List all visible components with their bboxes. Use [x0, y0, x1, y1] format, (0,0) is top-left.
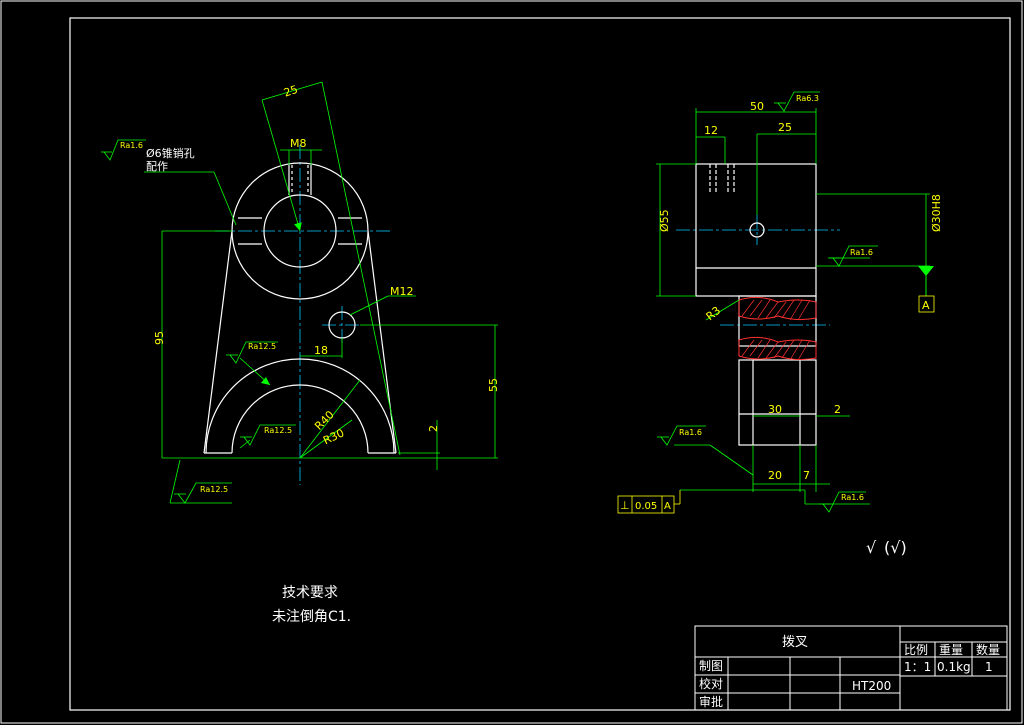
dim-r3: R3: [704, 304, 724, 323]
ra-bottom-label: Ra12.5: [200, 485, 228, 494]
hole-note: Ø6锥销孔: [146, 146, 195, 160]
dim-55: 55: [487, 378, 500, 392]
dim-25-right: 25: [778, 121, 792, 134]
general-roughness-symbol: √: [866, 538, 877, 557]
general-roughness-paren: (√): [884, 538, 907, 557]
tech-req-line1: 未注倒角C1.: [272, 609, 351, 625]
col-qty: 数量: [976, 642, 1000, 657]
hatch-section: [738, 296, 817, 361]
part-outline-right: [695, 163, 817, 446]
dim-20: 20: [768, 469, 782, 482]
dimension-lines-right: [656, 108, 930, 505]
dim-25: 25: [282, 83, 299, 100]
ra-inner-label: Ra12.5: [264, 426, 292, 435]
dim-d55: Ø55: [658, 209, 671, 232]
tech-req-title: 技术要求: [282, 585, 338, 601]
dim-30: 30: [768, 403, 782, 416]
center-lines-right: [676, 215, 840, 326]
title-block-text: 拨叉 比例 重量 数量 1：1 0.1kg 1 HT200 制图 校对 审批: [699, 635, 1000, 709]
part-name: 拨叉: [782, 635, 808, 650]
title-block: [694, 625, 1008, 711]
dim-12: 12: [704, 124, 718, 137]
tol-symbol: ⊥: [620, 499, 630, 512]
dim-95: 95: [153, 331, 166, 345]
right-view: A ⊥ 0.05 A 50 12 25 Ø55 Ø30H8 R3 30 2 20…: [617, 91, 943, 514]
material: HT200: [852, 679, 891, 693]
dim-r30: R30: [321, 426, 346, 447]
roughness-symbols: [101, 139, 296, 504]
dimension-lines: [144, 81, 498, 504]
val-qty: 1: [985, 660, 993, 674]
val-weight: 0.1kg: [937, 660, 971, 674]
ra-left: Ra1.6: [679, 428, 702, 437]
tol-datum: A: [664, 501, 671, 512]
dim-18: 18: [314, 344, 328, 357]
dim-2: 2: [427, 425, 440, 432]
inner-frame: [69, 17, 1011, 711]
dim-50: 50: [750, 100, 764, 113]
dimension-texts-right: 50 12 25 Ø55 Ø30H8 R3 30 2 20 7 Ra6.3 Ra…: [658, 94, 943, 502]
datum-triangle: [918, 266, 934, 276]
tolerance-frame: [617, 490, 681, 514]
dim-d30: Ø30H8: [930, 194, 943, 232]
left-view: 25 M8 M12 95 18 55 2 R40 R30 Ra1.6 Ra12.…: [101, 81, 500, 504]
ra-mid-label: Ra12.5: [248, 342, 276, 351]
arrowheads: [261, 222, 302, 385]
general-roughness: √ (√): [866, 538, 907, 557]
dim-m8: M8: [290, 137, 307, 150]
ra-top-right: Ra6.3: [796, 94, 819, 103]
row-approve: 审批: [699, 694, 723, 709]
val-scale: 1：1: [904, 660, 931, 674]
dim-7: 7: [803, 469, 810, 482]
ra-bottom-right: Ra1.6: [841, 493, 864, 502]
col-weight: 重量: [939, 643, 963, 657]
roughness-symbols-right: [657, 91, 878, 513]
col-scale: 比例: [904, 643, 928, 657]
ra-right: Ra1.6: [850, 248, 873, 257]
row-check: 校对: [699, 676, 723, 691]
dim-m12: M12: [390, 285, 414, 298]
datum-box: [918, 295, 935, 313]
part-outline: [203, 162, 397, 454]
row-draw: 制图: [699, 659, 723, 673]
hole-note-2: 配作: [146, 160, 168, 173]
dimension-texts: 25 M8 M12 95 18 55 2 R40 R30 Ra1.6 Ra12.…: [120, 83, 500, 494]
ra-top-label: Ra1.6: [120, 141, 143, 150]
tol-value: 0.05: [635, 501, 657, 512]
datum-label: A: [922, 299, 930, 312]
dim-2-right: 2: [834, 403, 841, 416]
